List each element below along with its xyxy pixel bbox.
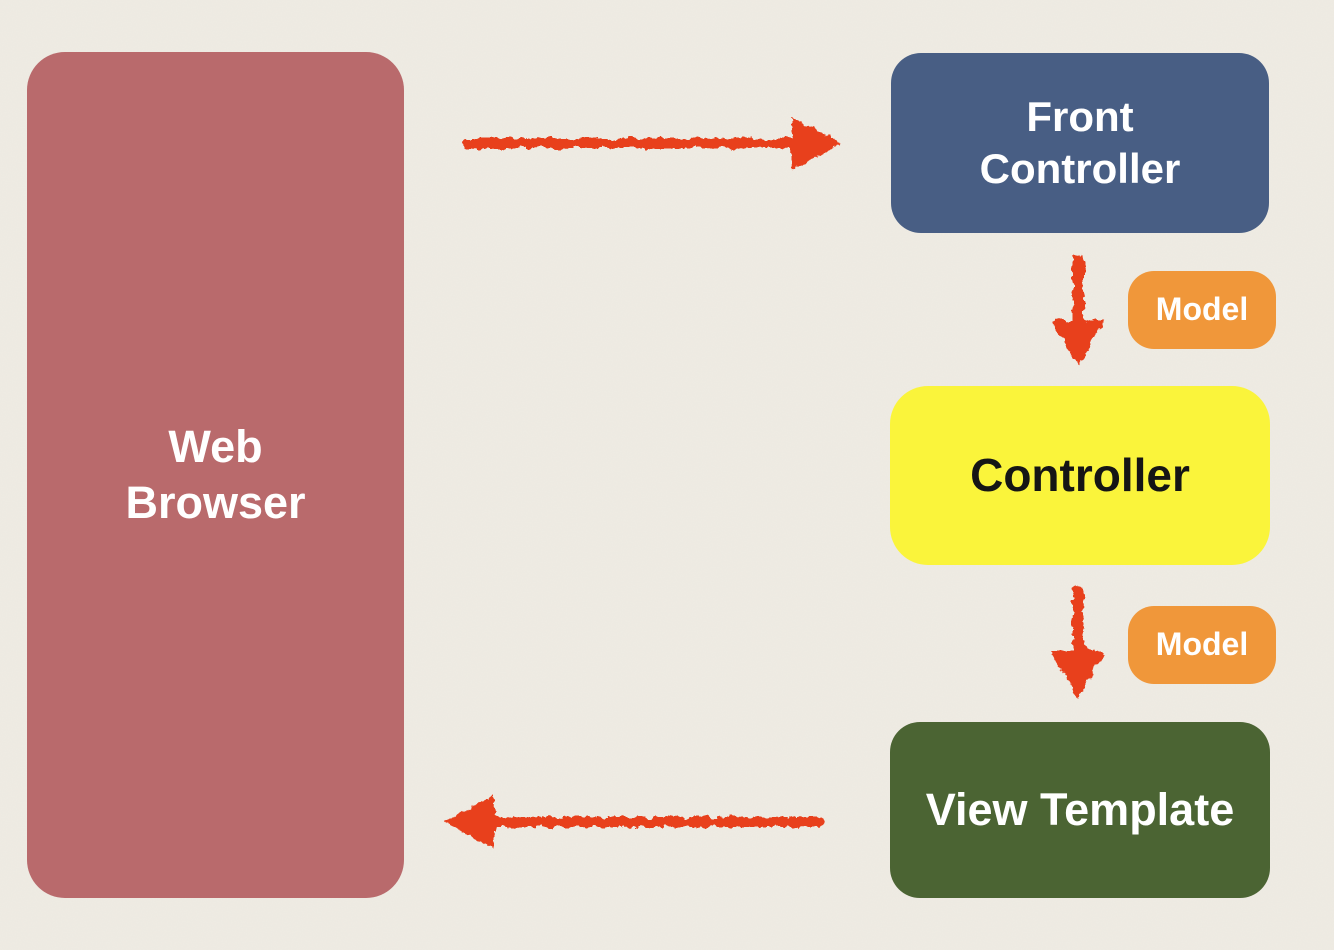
- web-browser-label: Web Browser: [125, 421, 306, 528]
- view-template-label: View Template: [925, 784, 1235, 836]
- arrow-front-controller-to-controller-icon: [1051, 253, 1105, 366]
- controller-label: Controller: [970, 448, 1190, 501]
- arrow-browser-to-front-controller-icon: [463, 116, 841, 170]
- model-badge-request: Model: [1128, 271, 1276, 349]
- arrow-controller-to-view-template-icon: [1051, 584, 1105, 700]
- view-template-box: View Template: [890, 722, 1270, 898]
- model-badge-response-label: Model: [1155, 626, 1249, 663]
- model-badge-request-label: Model: [1155, 291, 1249, 328]
- front-controller-label: Front Controller: [979, 92, 1181, 192]
- model-badge-response: Model: [1128, 606, 1276, 684]
- controller-box: Controller: [890, 386, 1270, 565]
- web-browser-box: Web Browser: [27, 52, 404, 898]
- front-controller-box: Front Controller: [891, 53, 1269, 233]
- arrow-view-template-to-browser-icon: [444, 795, 823, 849]
